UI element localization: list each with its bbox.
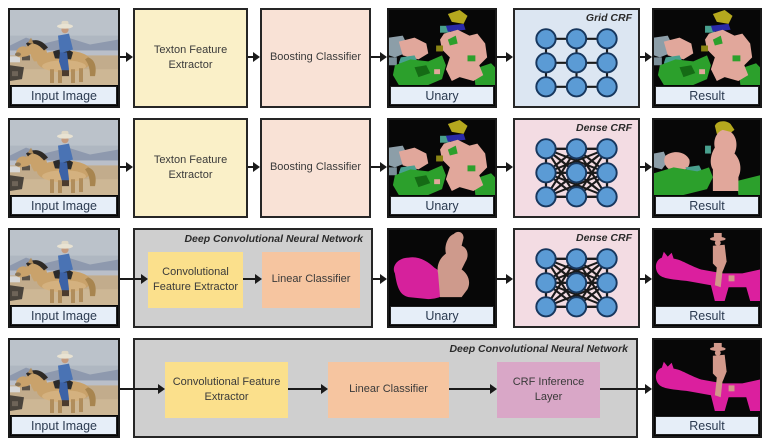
flow-arrow (640, 274, 652, 284)
result-image: Result (652, 8, 762, 108)
image-caption: Input Image (11, 86, 117, 105)
result-segmentation (654, 120, 760, 195)
input-image: Input Image (8, 8, 120, 108)
flow-arrow (497, 52, 513, 62)
image-caption: Input Image (11, 196, 117, 215)
horse-rider-photo (10, 10, 118, 85)
crf-graph (535, 248, 618, 318)
linear-classifier-box: Linear Classifier (262, 252, 360, 308)
flow-arrow (371, 162, 387, 172)
result-image: Result (652, 118, 762, 218)
image-caption: Result (655, 196, 759, 215)
dense-crf-box: Dense CRF (513, 118, 640, 218)
flow-arrow (371, 52, 387, 62)
conv-feature-extractor-box: Convolutional Feature Extractor (148, 252, 243, 308)
flow-arrow (497, 162, 513, 172)
crf-graph (535, 138, 618, 208)
flow-arrow (373, 274, 387, 284)
image-caption: Result (655, 306, 759, 325)
flow-arrow (449, 384, 497, 394)
unary-segmentation (389, 120, 495, 195)
linear-classifier-box: Linear Classifier (328, 362, 449, 418)
flow-arrow (640, 162, 652, 172)
result-segmentation (654, 10, 760, 85)
texton-feature-extractor-box: Texton Feature Extractor (133, 8, 248, 108)
crf-graph (535, 28, 618, 98)
input-image: Input Image (8, 228, 120, 328)
result-segmentation (654, 230, 760, 305)
flow-arrow (640, 52, 652, 62)
unary-image: Unary (387, 228, 497, 328)
dcnn-title: Deep Convolutional Neural Network (449, 343, 628, 355)
input-image: Input Image (8, 338, 120, 438)
flow-arrow (497, 274, 513, 284)
input-image: Input Image (8, 118, 120, 218)
flow-arrow (120, 52, 133, 62)
texton-feature-extractor-box: Texton Feature Extractor (133, 118, 248, 218)
result-image: Result (652, 228, 762, 328)
flow-arrow (288, 384, 328, 394)
boosting-classifier-box: Boosting Classifier (260, 8, 371, 108)
horse-rider-photo (10, 230, 118, 305)
image-caption: Unary (390, 306, 494, 325)
flow-arrow (120, 384, 165, 394)
dense-crf-box: Dense CRF (513, 228, 640, 328)
image-caption: Result (655, 86, 759, 105)
image-caption: Unary (390, 86, 494, 105)
unary-image: Unary (387, 118, 497, 218)
horse-rider-photo (10, 340, 118, 415)
flow-arrow (120, 274, 148, 284)
image-caption: Unary (390, 196, 494, 215)
dcnn-title: Deep Convolutional Neural Network (184, 233, 363, 245)
crf-title: Dense CRF (575, 122, 632, 134)
image-caption: Input Image (11, 306, 117, 325)
conv-feature-extractor-box: Convolutional Feature Extractor (165, 362, 288, 418)
result-image: Result (652, 338, 762, 438)
flow-arrow (248, 52, 260, 62)
grid-crf-box: Grid CRF (513, 8, 640, 108)
flow-arrow (600, 384, 652, 394)
boosting-classifier-box: Boosting Classifier (260, 118, 371, 218)
crf-title: Dense CRF (575, 232, 632, 244)
flow-arrow (243, 274, 262, 284)
image-caption: Input Image (11, 416, 117, 435)
flow-arrow (120, 162, 133, 172)
unary-segmentation (389, 10, 495, 85)
flow-arrow (248, 162, 260, 172)
image-caption: Result (655, 416, 759, 435)
horse-rider-photo (10, 120, 118, 195)
crf-inference-layer-box: CRF Inference Layer (497, 362, 600, 418)
result-segmentation (654, 340, 760, 415)
unary-image: Unary (387, 8, 497, 108)
unary-segmentation (389, 230, 495, 305)
crf-title: Grid CRF (585, 12, 632, 24)
